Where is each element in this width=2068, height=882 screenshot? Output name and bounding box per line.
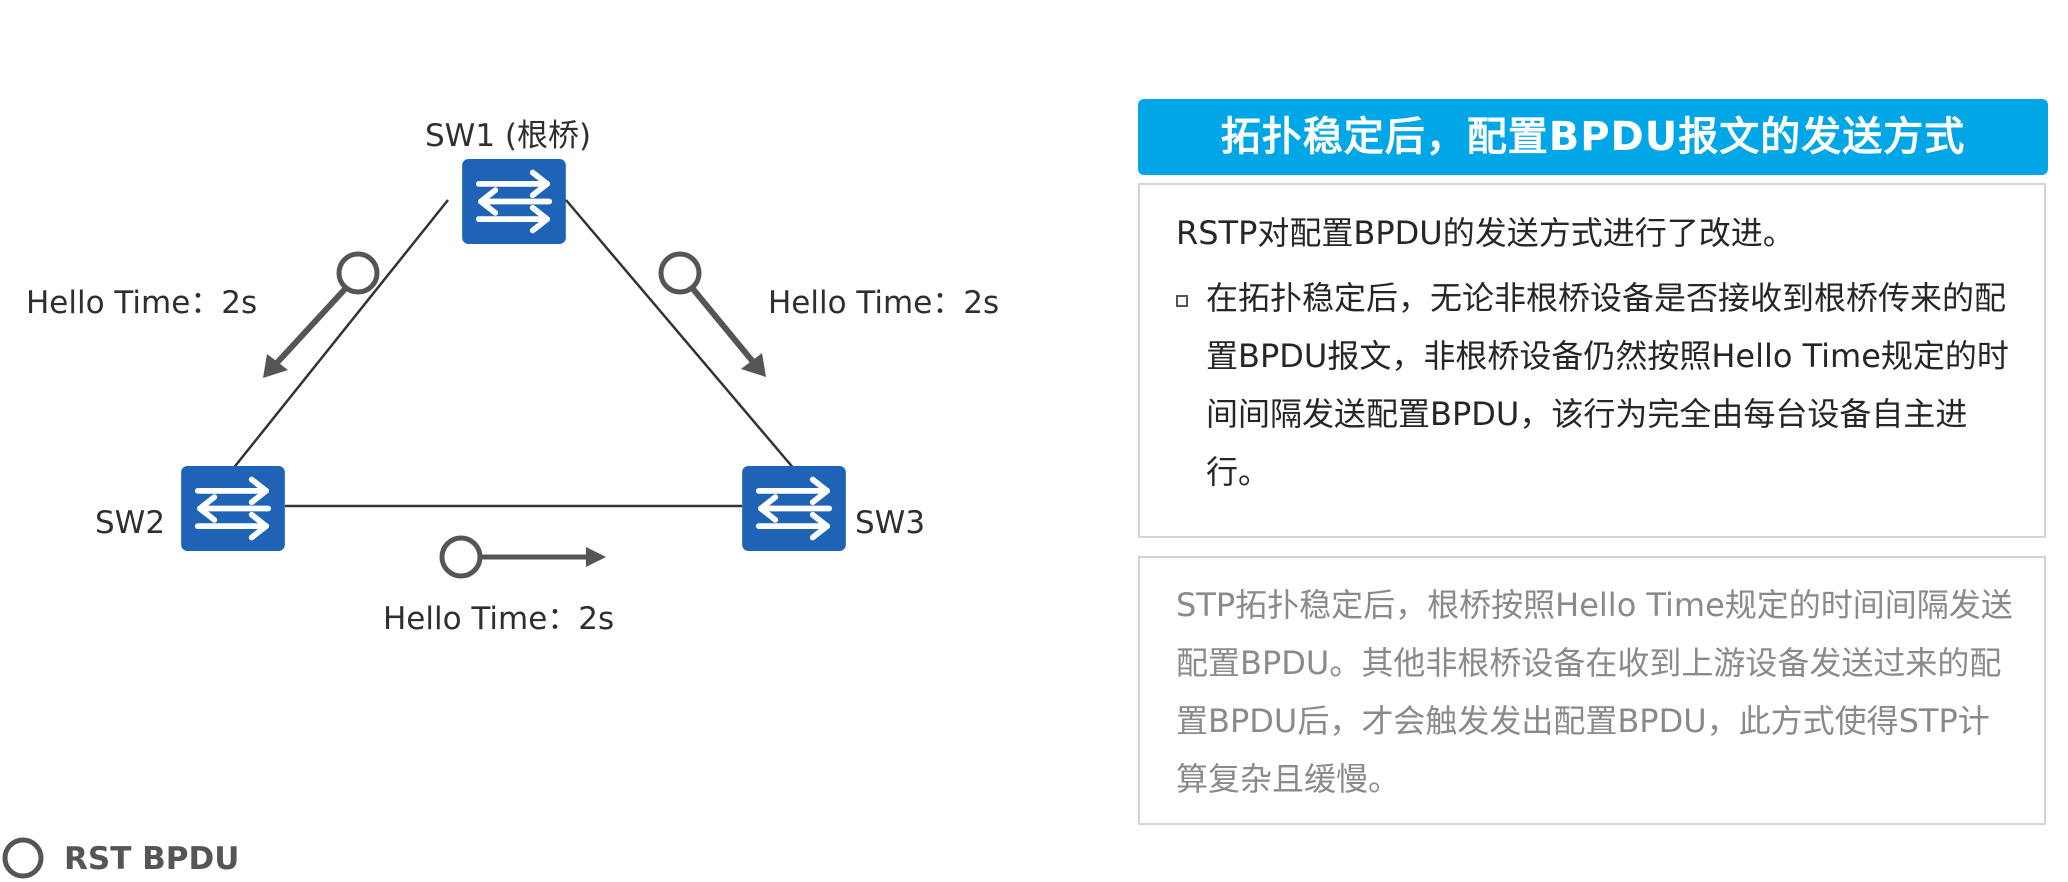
square-bullet-icon bbox=[1176, 295, 1188, 307]
hello-time-right-label: Hello Time：2s bbox=[768, 285, 999, 321]
circle-icon bbox=[658, 251, 702, 295]
legend: RST BPDU bbox=[2, 837, 239, 879]
circle-icon bbox=[336, 251, 380, 295]
stp-note-text: STP拓扑稳定后，根桥按照Hello Time规定的时间间隔发送配置BPDU。其… bbox=[1176, 586, 2013, 798]
hello-time-left-label: Hello Time：2s bbox=[26, 285, 257, 321]
switch-sw1 bbox=[462, 159, 566, 244]
switch-sw2 bbox=[181, 466, 285, 551]
rstp-topology-diagram: SW1 (根桥) SW2 SW3 Hello Time：2s Hello Tim… bbox=[2, 118, 999, 879]
rstp-description-box: RSTP对配置BPDU的发送方式进行了改进。 在拓扑稳定后，无论非根桥设备是否接… bbox=[1138, 183, 2046, 538]
circle-icon bbox=[439, 535, 483, 579]
circle-icon bbox=[2, 837, 44, 879]
stp-comparison-box: STP拓扑稳定后，根桥按照Hello Time规定的时间间隔发送配置BPDU。其… bbox=[1138, 556, 2046, 825]
link-sw1-sw3 bbox=[565, 199, 796, 471]
hello-time-bottom-label: Hello Time：2s bbox=[383, 601, 614, 637]
sw3-label: SW3 bbox=[855, 505, 925, 541]
rstp-intro-text: RSTP对配置BPDU的发送方式进行了改进。 bbox=[1176, 214, 1795, 252]
rstp-bullet: 在拓扑稳定后，无论非根桥设备是否接收到根桥传来的配置BPDU报文，非根桥设备仍然… bbox=[1176, 269, 2014, 501]
switch-sw3 bbox=[742, 466, 846, 551]
legend-label: RST BPDU bbox=[64, 841, 239, 877]
link-sw1-sw2 bbox=[231, 199, 449, 471]
bpdu-arrow-sw1-to-sw3 bbox=[658, 251, 766, 377]
sw1-label: SW1 (根桥) bbox=[425, 118, 591, 154]
switch-icon bbox=[742, 466, 846, 551]
rstp-bullet-text: 在拓扑稳定后，无论非根桥设备是否接收到根桥传来的配置BPDU报文，非根桥设备仍然… bbox=[1206, 279, 2009, 491]
switch-icon bbox=[462, 159, 566, 244]
bpdu-arrow-sw1-to-sw2 bbox=[263, 251, 380, 378]
panel-title: 拓扑稳定后，配置BPDU报文的发送方式 bbox=[1138, 99, 2048, 175]
bpdu-arrow-sw2-to-sw3 bbox=[439, 535, 606, 579]
sw2-label: SW2 bbox=[95, 505, 165, 541]
switch-icon bbox=[181, 466, 285, 551]
